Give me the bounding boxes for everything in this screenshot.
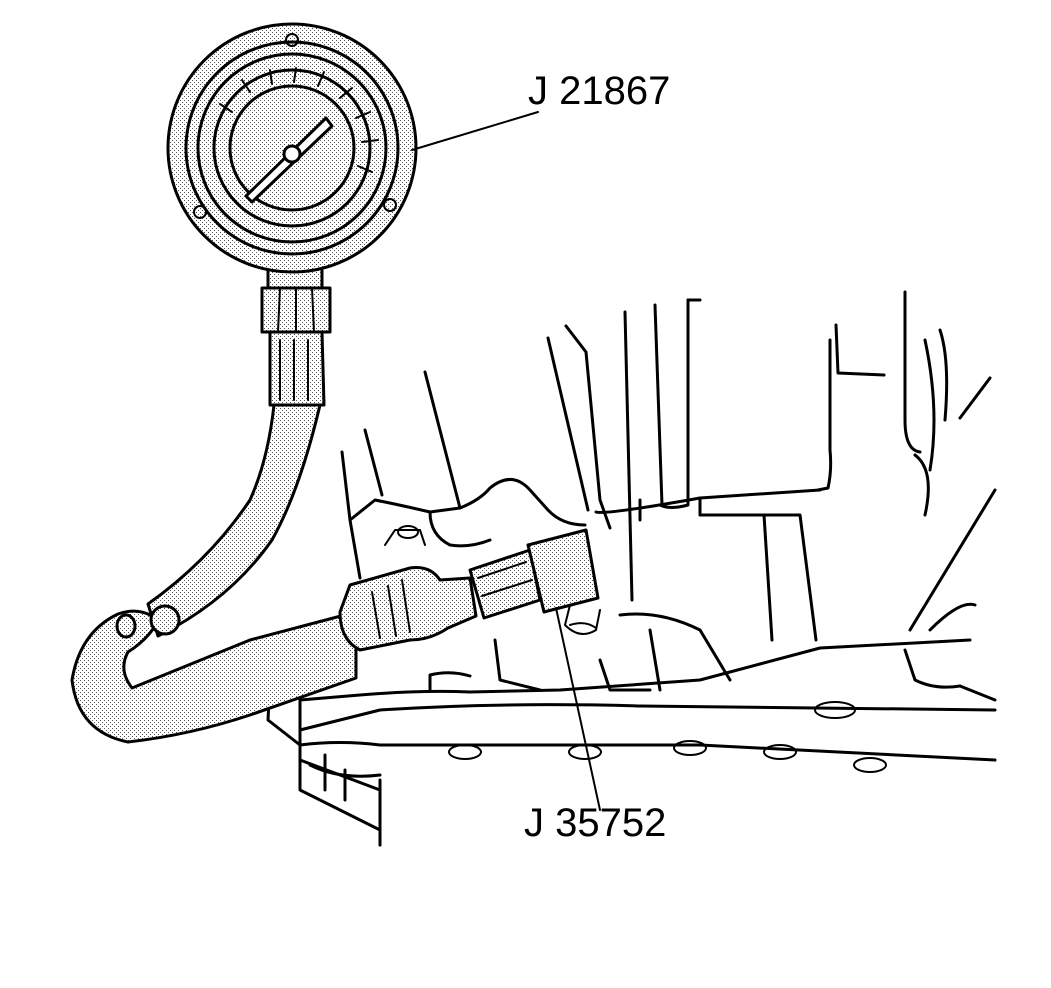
hose-hook	[70, 609, 358, 744]
callout-leaders	[411, 111, 601, 811]
callout-j35752: J 35752	[524, 801, 666, 845]
callout-j21867: J 21867	[528, 69, 670, 113]
pressure-gauge	[70, 22, 600, 744]
leader-j21867	[411, 111, 539, 151]
gauge-hose	[146, 403, 322, 638]
leader-j35752	[555, 607, 601, 811]
transmission-housing	[266, 290, 997, 847]
